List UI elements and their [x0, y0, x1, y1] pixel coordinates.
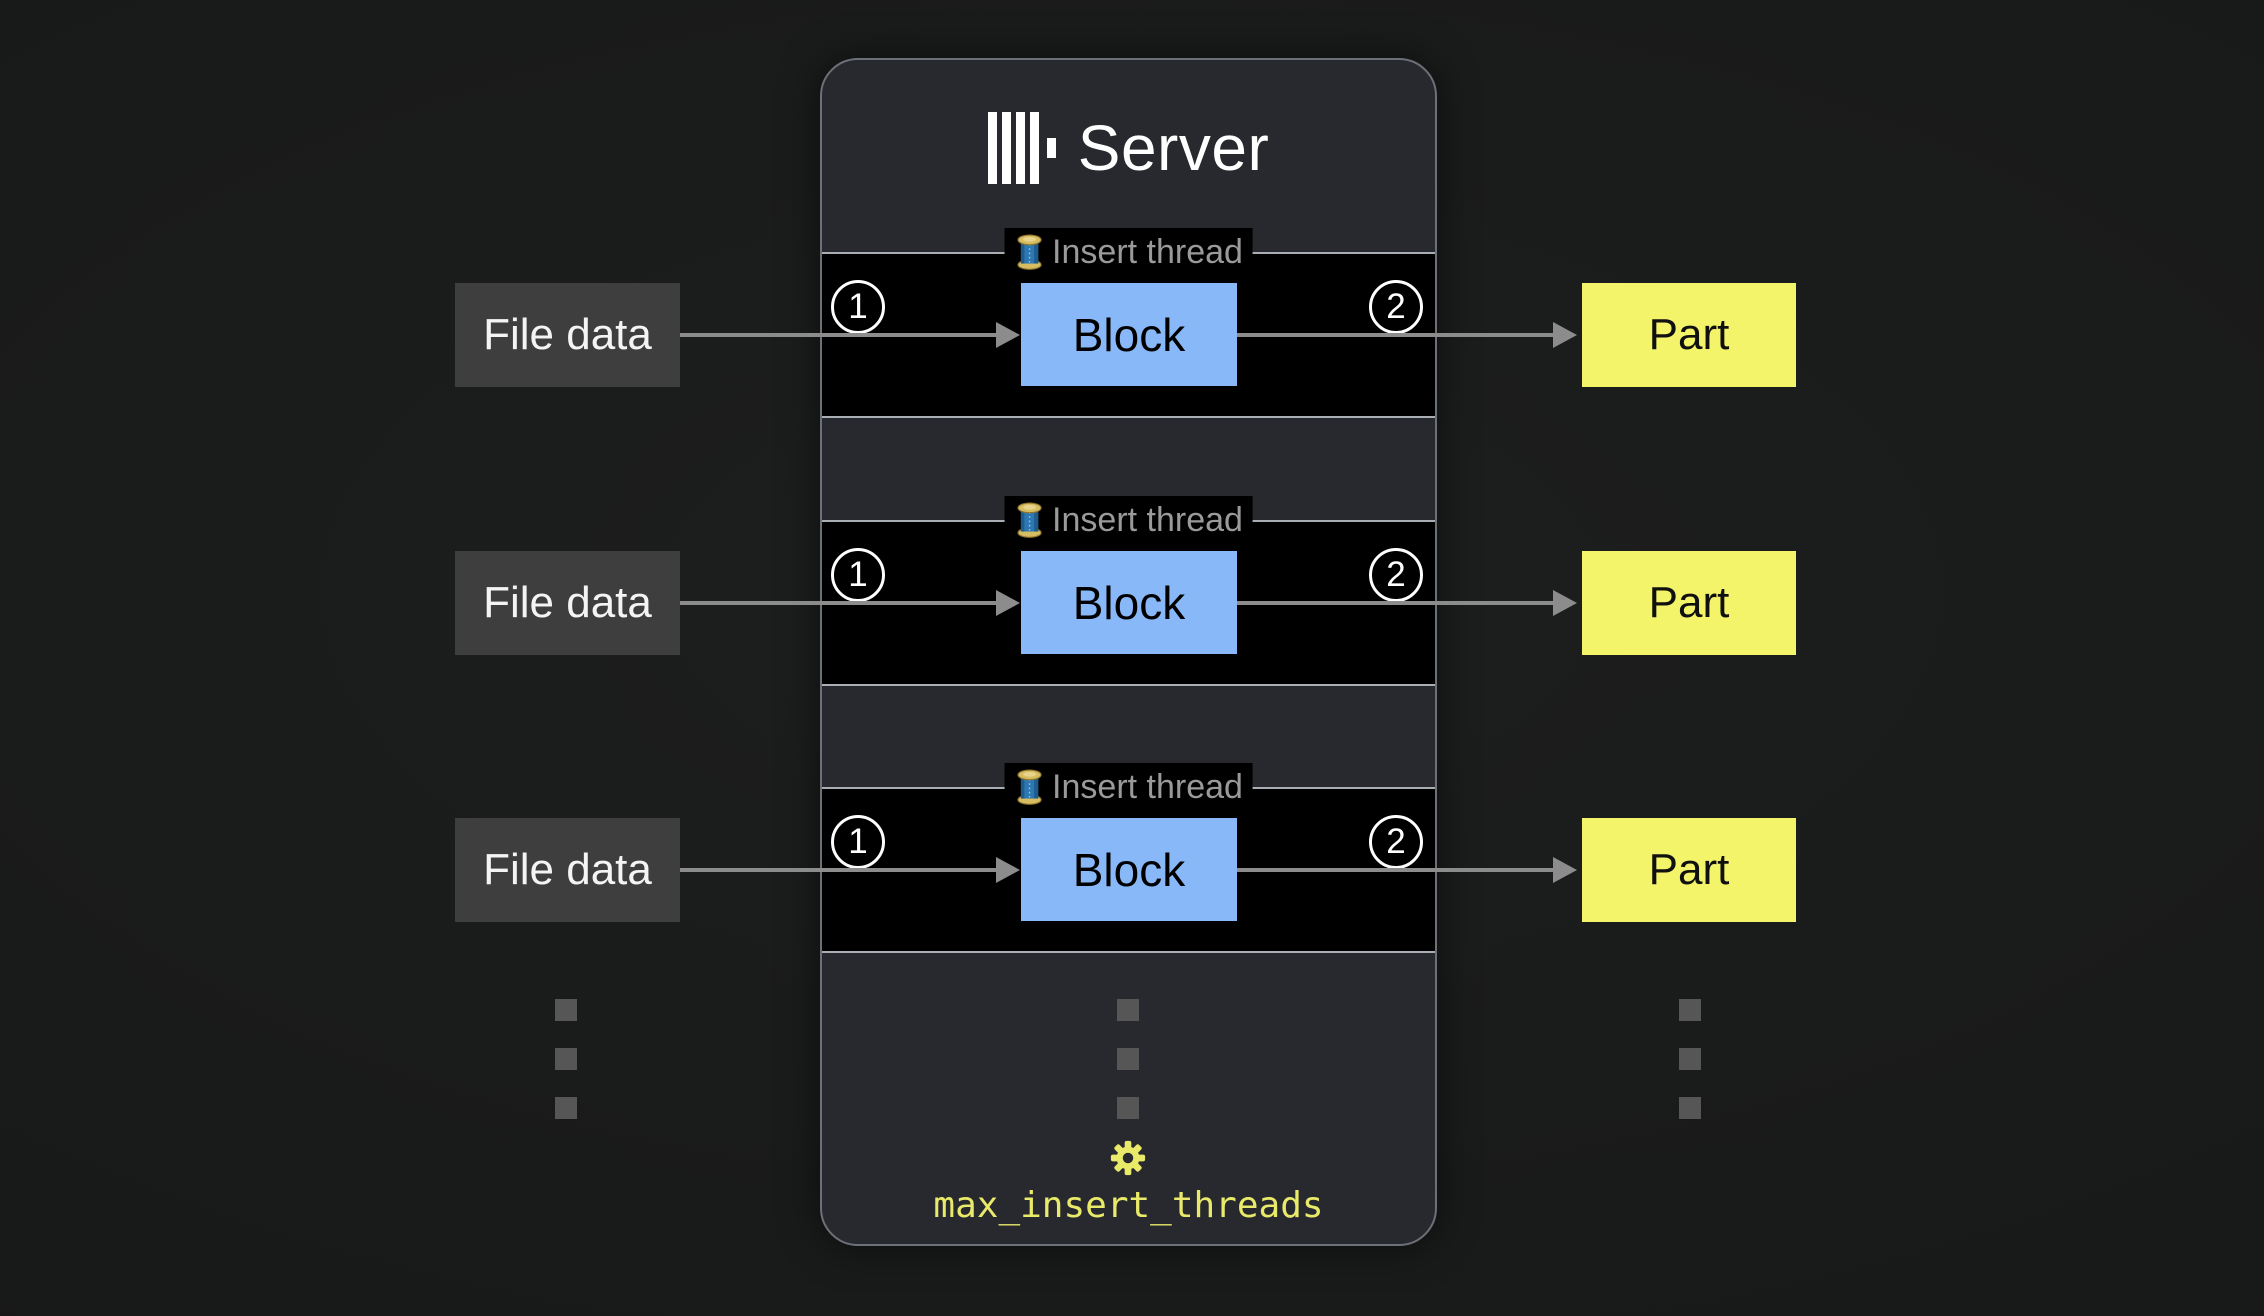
- arrowhead-icon: [1553, 322, 1577, 348]
- arrowhead-icon: [996, 590, 1020, 616]
- logo-bar: [987, 112, 997, 184]
- arrow-file-to-block: [680, 868, 996, 872]
- file-data-label: File data: [483, 310, 652, 359]
- ellipsis-dot: [1679, 1048, 1701, 1070]
- ellipsis-dot: [1117, 1097, 1139, 1119]
- ellipsis-column-threads: [1117, 999, 1139, 1119]
- gear-icon: [1109, 1139, 1147, 1177]
- step-number: 2: [1386, 822, 1406, 861]
- step-circle-1: 1: [831, 815, 885, 869]
- block-label: Block: [1072, 576, 1186, 629]
- thread-spool-icon: [1016, 769, 1042, 805]
- clickhouse-logo-icon: [987, 111, 1056, 185]
- ellipsis-dot: [1679, 999, 1701, 1021]
- file-data-label: File data: [483, 578, 652, 627]
- ellipsis-column-inputs: [555, 999, 577, 1119]
- ellipsis-column-outputs: [1679, 999, 1701, 1119]
- ellipsis-dot: [1117, 1048, 1139, 1070]
- insert-thread-legend: Insert thread: [1004, 228, 1253, 276]
- block-label: Block: [1072, 308, 1186, 361]
- block-box: Block: [1021, 818, 1237, 921]
- arrow-file-to-block: [680, 601, 996, 605]
- block-label: Block: [1072, 843, 1186, 896]
- arrow-block-to-part: [1237, 601, 1553, 605]
- insert-thread-legend: Insert thread: [1004, 763, 1253, 811]
- arrow-block-to-part: [1237, 868, 1553, 872]
- arrow-file-to-block: [680, 333, 996, 337]
- block-box: Block: [1021, 551, 1237, 654]
- arrowhead-icon: [1553, 590, 1577, 616]
- pipeline-row: File data Insert thread 1 Block: [0, 200, 2264, 470]
- thread-spool-icon: [1016, 234, 1042, 270]
- pipeline-row: File data Insert thread 1 Block: [0, 468, 2264, 738]
- logo-bar: [1029, 112, 1039, 184]
- thread-spool-icon: [1016, 502, 1042, 538]
- arrowhead-icon: [996, 322, 1020, 348]
- part-label: Part: [1648, 578, 1730, 627]
- file-data-box: File data: [455, 818, 680, 922]
- step-circle-2: 2: [1369, 280, 1423, 334]
- part-label: Part: [1648, 310, 1730, 359]
- part-box: Part: [1582, 551, 1796, 655]
- arrowhead-icon: [996, 857, 1020, 883]
- insert-thread-label: Insert thread: [1052, 500, 1243, 539]
- logo-dot: [1046, 138, 1056, 158]
- insert-thread-legend: Insert thread: [1004, 496, 1253, 544]
- ellipsis-dot: [555, 1048, 577, 1070]
- ellipsis-dot: [1679, 1097, 1701, 1119]
- arrow-block-to-part: [1237, 333, 1553, 337]
- step-circle-2: 2: [1369, 815, 1423, 869]
- ellipsis-dot: [555, 1097, 577, 1119]
- logo-bar: [1015, 112, 1025, 184]
- block-box: Block: [1021, 283, 1237, 386]
- step-number: 1: [848, 555, 868, 594]
- ellipsis-dot: [1117, 999, 1139, 1021]
- part-box: Part: [1582, 283, 1796, 387]
- step-circle-2: 2: [1369, 548, 1423, 602]
- logo-bar: [1001, 112, 1011, 184]
- step-circle-1: 1: [831, 548, 885, 602]
- file-data-box: File data: [455, 551, 680, 655]
- part-box: Part: [1582, 818, 1796, 922]
- file-data-label: File data: [483, 845, 652, 894]
- pipeline-row: File data Insert thread 1 Block: [0, 735, 2264, 1005]
- server-title-label: Server: [1077, 112, 1270, 184]
- insert-thread-label: Insert thread: [1052, 767, 1243, 806]
- setting-label: max_insert_threads: [933, 1185, 1324, 1226]
- step-number: 2: [1386, 555, 1406, 594]
- step-number: 1: [848, 822, 868, 861]
- step-circle-1: 1: [831, 280, 885, 334]
- insert-thread-band: Insert thread 1 Block 2: [822, 228, 1435, 418]
- insert-thread-band: Insert thread 1 Block 2: [822, 763, 1435, 953]
- arrowhead-icon: [1553, 857, 1577, 883]
- part-label: Part: [1648, 845, 1730, 894]
- step-number: 1: [848, 287, 868, 326]
- file-data-box: File data: [455, 283, 680, 387]
- insert-thread-label: Insert thread: [1052, 232, 1243, 271]
- server-title: Server: [822, 106, 1435, 190]
- step-number: 2: [1386, 287, 1406, 326]
- ellipsis-dot: [555, 999, 577, 1021]
